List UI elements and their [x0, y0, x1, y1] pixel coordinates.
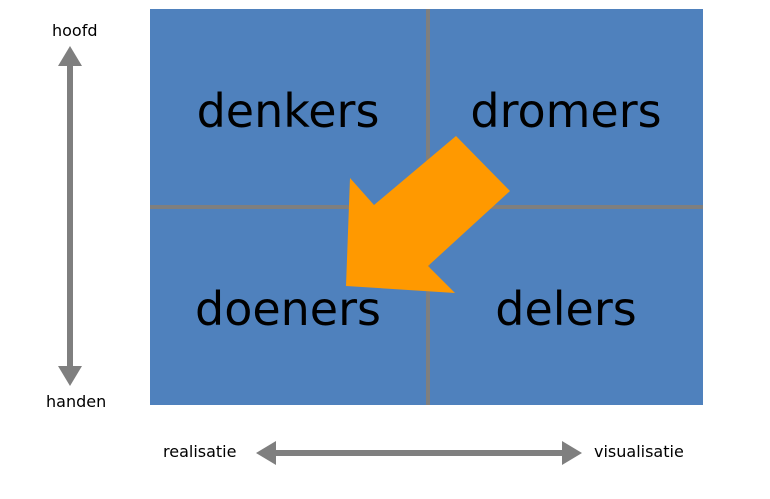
quadrant-bottom-right-label: delers	[495, 282, 637, 336]
horizontal-axis-right-label: visualisatie	[594, 442, 684, 461]
quadrant-top-left-label: denkers	[196, 84, 380, 138]
quadrant-bottom-left-label: doeners	[195, 282, 381, 336]
vertical-axis-bottom-label: handen	[46, 392, 107, 411]
vertical-axis-arrow	[58, 46, 82, 386]
vertical-axis-top-label: hoofd	[52, 21, 98, 40]
horizontal-axis-left-label: realisatie	[163, 442, 237, 461]
horizontal-axis-arrow	[256, 441, 582, 465]
quadrant-top-right-label: dromers	[470, 84, 662, 138]
highlight-arrow	[346, 136, 510, 293]
